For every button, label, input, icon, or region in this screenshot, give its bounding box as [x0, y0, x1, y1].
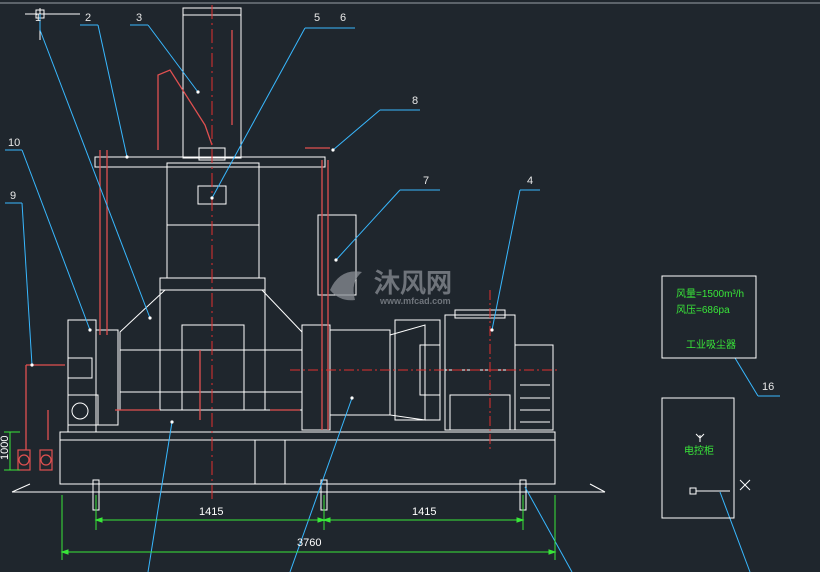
callout-7: 7	[423, 175, 429, 187]
watermark-brand: 沐风网	[374, 268, 452, 298]
callout-5: 5	[314, 12, 320, 24]
dimension-total-length: 3760	[297, 537, 321, 549]
kneader-machine	[11, 7, 606, 511]
ucs-icon	[25, 8, 80, 40]
callout-1: 1	[35, 12, 41, 24]
drain-valves	[17, 449, 53, 471]
piping	[25, 30, 330, 450]
callout-10: 10	[8, 137, 20, 149]
callout-4: 4	[527, 175, 533, 187]
callout-2: 2	[85, 12, 91, 24]
dust-collector-airflow: 风量=1500m³/h	[676, 288, 744, 300]
dimension-lines	[4, 431, 557, 560]
watermark-url: www.mfcad.com	[379, 296, 451, 306]
callout-6: 6	[340, 12, 346, 24]
dimension-right-span: 1415	[412, 506, 436, 518]
dust-collector-pressure: 风压=686pa	[676, 304, 730, 316]
watermark: 沐风网 www.mfcad.com	[330, 268, 452, 306]
dust-collector-box	[661, 275, 757, 359]
callout-3: 3	[136, 12, 142, 24]
dimension-side-height: 1000	[0, 436, 11, 460]
watermark-logo-icon	[330, 271, 362, 301]
callout-16: 16	[762, 381, 774, 393]
callout-leaders	[5, 14, 780, 572]
control-cabinet-name: 电控柜	[684, 444, 714, 457]
insert-point-marker	[689, 433, 751, 495]
leader-endpoints	[30, 90, 494, 424]
callout-9: 9	[10, 190, 16, 202]
callout-8: 8	[412, 95, 418, 107]
dust-collector-name: 工业吸尘器	[686, 339, 736, 351]
control-cabinet-box	[661, 397, 735, 519]
dimension-left-span: 1415	[199, 506, 223, 518]
